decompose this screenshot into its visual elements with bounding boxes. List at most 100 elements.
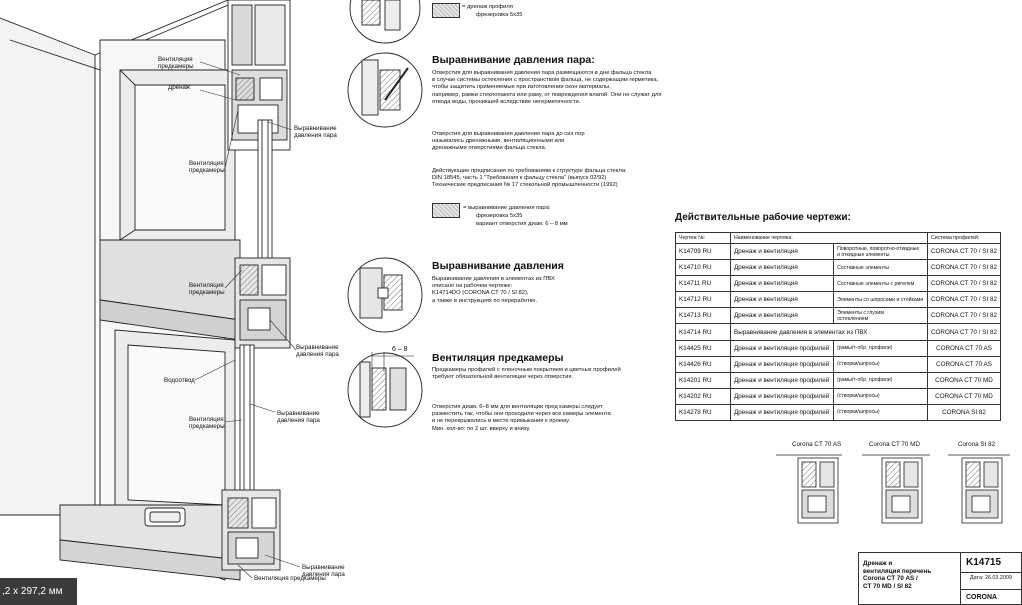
label-vent-prechamber-5: Вентиляция предкамеры (254, 575, 326, 582)
window-section-drawing: Вентиляция предкамеры Дренаж Выравнивани… (0, 0, 360, 600)
cell-name: Дренаж и вентиляция профилей (729, 387, 835, 405)
cell-name: Дренаж и вентиляция (729, 275, 835, 293)
label-drainage-1: Дренаж (168, 84, 191, 91)
cell-system: CORONA CT 70 MD (926, 371, 1002, 389)
title-block-hline1 (960, 572, 1022, 573)
cell-detail: (створки/шпросы) (833, 403, 928, 422)
cell-number: K14713 RU (675, 307, 731, 325)
page-size-indicator: ,2 x 297,2 мм (0, 578, 77, 605)
label-pressure-2: Выравнивание давления пара (296, 344, 339, 358)
label-pressure-1: Выравнивание давления пара (294, 125, 337, 139)
cell-name: Выравнивание давления в элементах из ПВХ (730, 323, 928, 341)
cell-system: CORONA CT 70 / SI 82 (926, 307, 1002, 325)
cell-name: Дренаж и вентиляция профилей (729, 403, 835, 422)
cell-number: K14709 RU (675, 242, 731, 261)
cell-system: CORONA CT 70 / SI 82 (926, 291, 1002, 309)
title-block-date: Дата: 26.03.2009 (970, 575, 1012, 581)
title-block-number: K14715 (966, 557, 1002, 568)
drawings-table: Чертеж №: Наименование чертежа: Система … (675, 232, 1002, 422)
section1-para2: Отверстия для выравнивания давления пара… (432, 131, 585, 152)
table-title: Действительные рабочие чертежи: (675, 212, 851, 223)
profile-label-1: Corona CT 70 AS (792, 441, 842, 448)
cell-detail: Составные элементы с ригелем (833, 275, 928, 293)
cell-number: K14426 RU (675, 355, 731, 373)
cell-number: K14714 RU (675, 323, 731, 341)
section1-legend-line1: = выравнивание давления пара: (463, 205, 551, 211)
title-block-title: Дренаж и вентиляция перечень Corona CT 7… (863, 560, 932, 590)
cell-system: CORONA CT 70 / SI 82 (926, 242, 1002, 261)
section1-legend-line3: вариант отверстия диам. 6 – 8 мм (476, 221, 568, 227)
dimension-label: 6 – 8 (392, 346, 408, 353)
cell-detail: (створки/шпросы) (833, 387, 928, 405)
label-vent-prechamber-4: Вентиляция предкамеры (189, 416, 225, 430)
cell-name: Дренаж и вентиляция (729, 307, 835, 325)
legend-swatch-top (432, 3, 460, 18)
cell-number: K14425 RU (675, 339, 731, 357)
legend-swatch-pressure (432, 203, 460, 218)
cell-system: CORONA CT 70 / SI 82 (926, 259, 1002, 277)
section1-title: Выравнивание давления пара: (432, 54, 595, 66)
cell-detail: Поворотные, поворотно-откидные и откидны… (833, 242, 928, 261)
cell-system: CORONA SI 82 (926, 403, 1002, 422)
cell-number: K14710 RU (675, 259, 731, 277)
cell-number: K14278 RU (675, 403, 731, 422)
cell-system: CORONA CT 70 AS (926, 339, 1002, 357)
legend-top-line2: фрезеровка 5х35 (476, 12, 523, 18)
cell-system: CORONA CT 70 AS (926, 355, 1002, 373)
section2-text: Выравнивание давления в элементах из ПВХ… (432, 276, 555, 304)
cell-number: K14712 RU (675, 291, 731, 309)
label-vent-prechamber-3: Вентиляция предкамеры (189, 282, 225, 296)
label-pressure-3: Выравнивание давления пара (277, 410, 320, 424)
header-number: Чертеж №: (675, 232, 731, 244)
section1-para3: Действующие предписания по требованиям к… (432, 168, 627, 189)
cell-detail: (рамы/т-обр. профили) (833, 371, 928, 389)
cell-name: Дренаж и вентиляция (729, 291, 835, 309)
profile-label-2: Corona CT 70 MD (869, 441, 920, 448)
section1-para1: Отверстия для выравнивания давления пара… (432, 70, 662, 105)
legend-top-line1: = дренаж профиля (462, 4, 513, 10)
cell-detail: Элементы с глухим остеклением (833, 307, 928, 325)
label-vent-prechamber-1: Вентиляция предкамеры (158, 56, 194, 70)
cell-detail: Элементы со шпросами и стойками (833, 291, 928, 309)
cell-number: K14201 RU (675, 371, 731, 389)
cell-number: K14202 RU (675, 387, 731, 405)
title-block-divider (960, 552, 961, 605)
section3-title: Вентиляция предкамеры (432, 352, 564, 364)
section1-legend-line2: фрезеровка 5х35 (476, 213, 523, 219)
cell-system: CORONA CT 70 MD (926, 387, 1002, 405)
section2-title: Выравнивание давления (432, 260, 564, 272)
cell-detail: (створки/шпросы) (833, 355, 928, 373)
label-vent-prechamber-2: Вентиляция предкамеры (189, 160, 225, 174)
cell-name: Дренаж и вентиляция профилей (729, 371, 835, 389)
cell-name: Дренаж и вентиляция (729, 242, 835, 261)
header-name: Наименование чертежа: (730, 232, 928, 244)
cell-detail: (рамы/т-обр. профили) (833, 339, 928, 357)
header-system: Система профилей: (926, 232, 1002, 244)
cell-name: Дренаж и вентиляция профилей (729, 355, 835, 373)
profile-label-3: Corona SI 82 (958, 441, 996, 448)
cell-number: K14711 RU (675, 275, 731, 293)
label-pressure-4: Выравнивание давления пара (302, 564, 345, 578)
title-block-brand: CORONA (966, 594, 998, 601)
title-block-hline2 (960, 589, 1022, 590)
cell-name: Дренаж и вентиляция профилей (729, 339, 835, 357)
table-header-row: Чертеж №: Наименование чертежа: Система … (675, 232, 1002, 244)
label-drip: Водоотвод (164, 377, 195, 384)
section3-para1: Предкамеры профилей с пленочным покрытие… (432, 367, 621, 381)
cell-system: CORONA CT 70 / SI 82 (926, 323, 1002, 341)
cell-detail: Составные элементы (833, 259, 928, 277)
section3-para2: Отверстия диам. 6–8 мм для вентиляции пр… (432, 404, 611, 432)
window-section-svg (0, 0, 301, 581)
cell-name: Дренаж и вентиляция (729, 259, 835, 277)
